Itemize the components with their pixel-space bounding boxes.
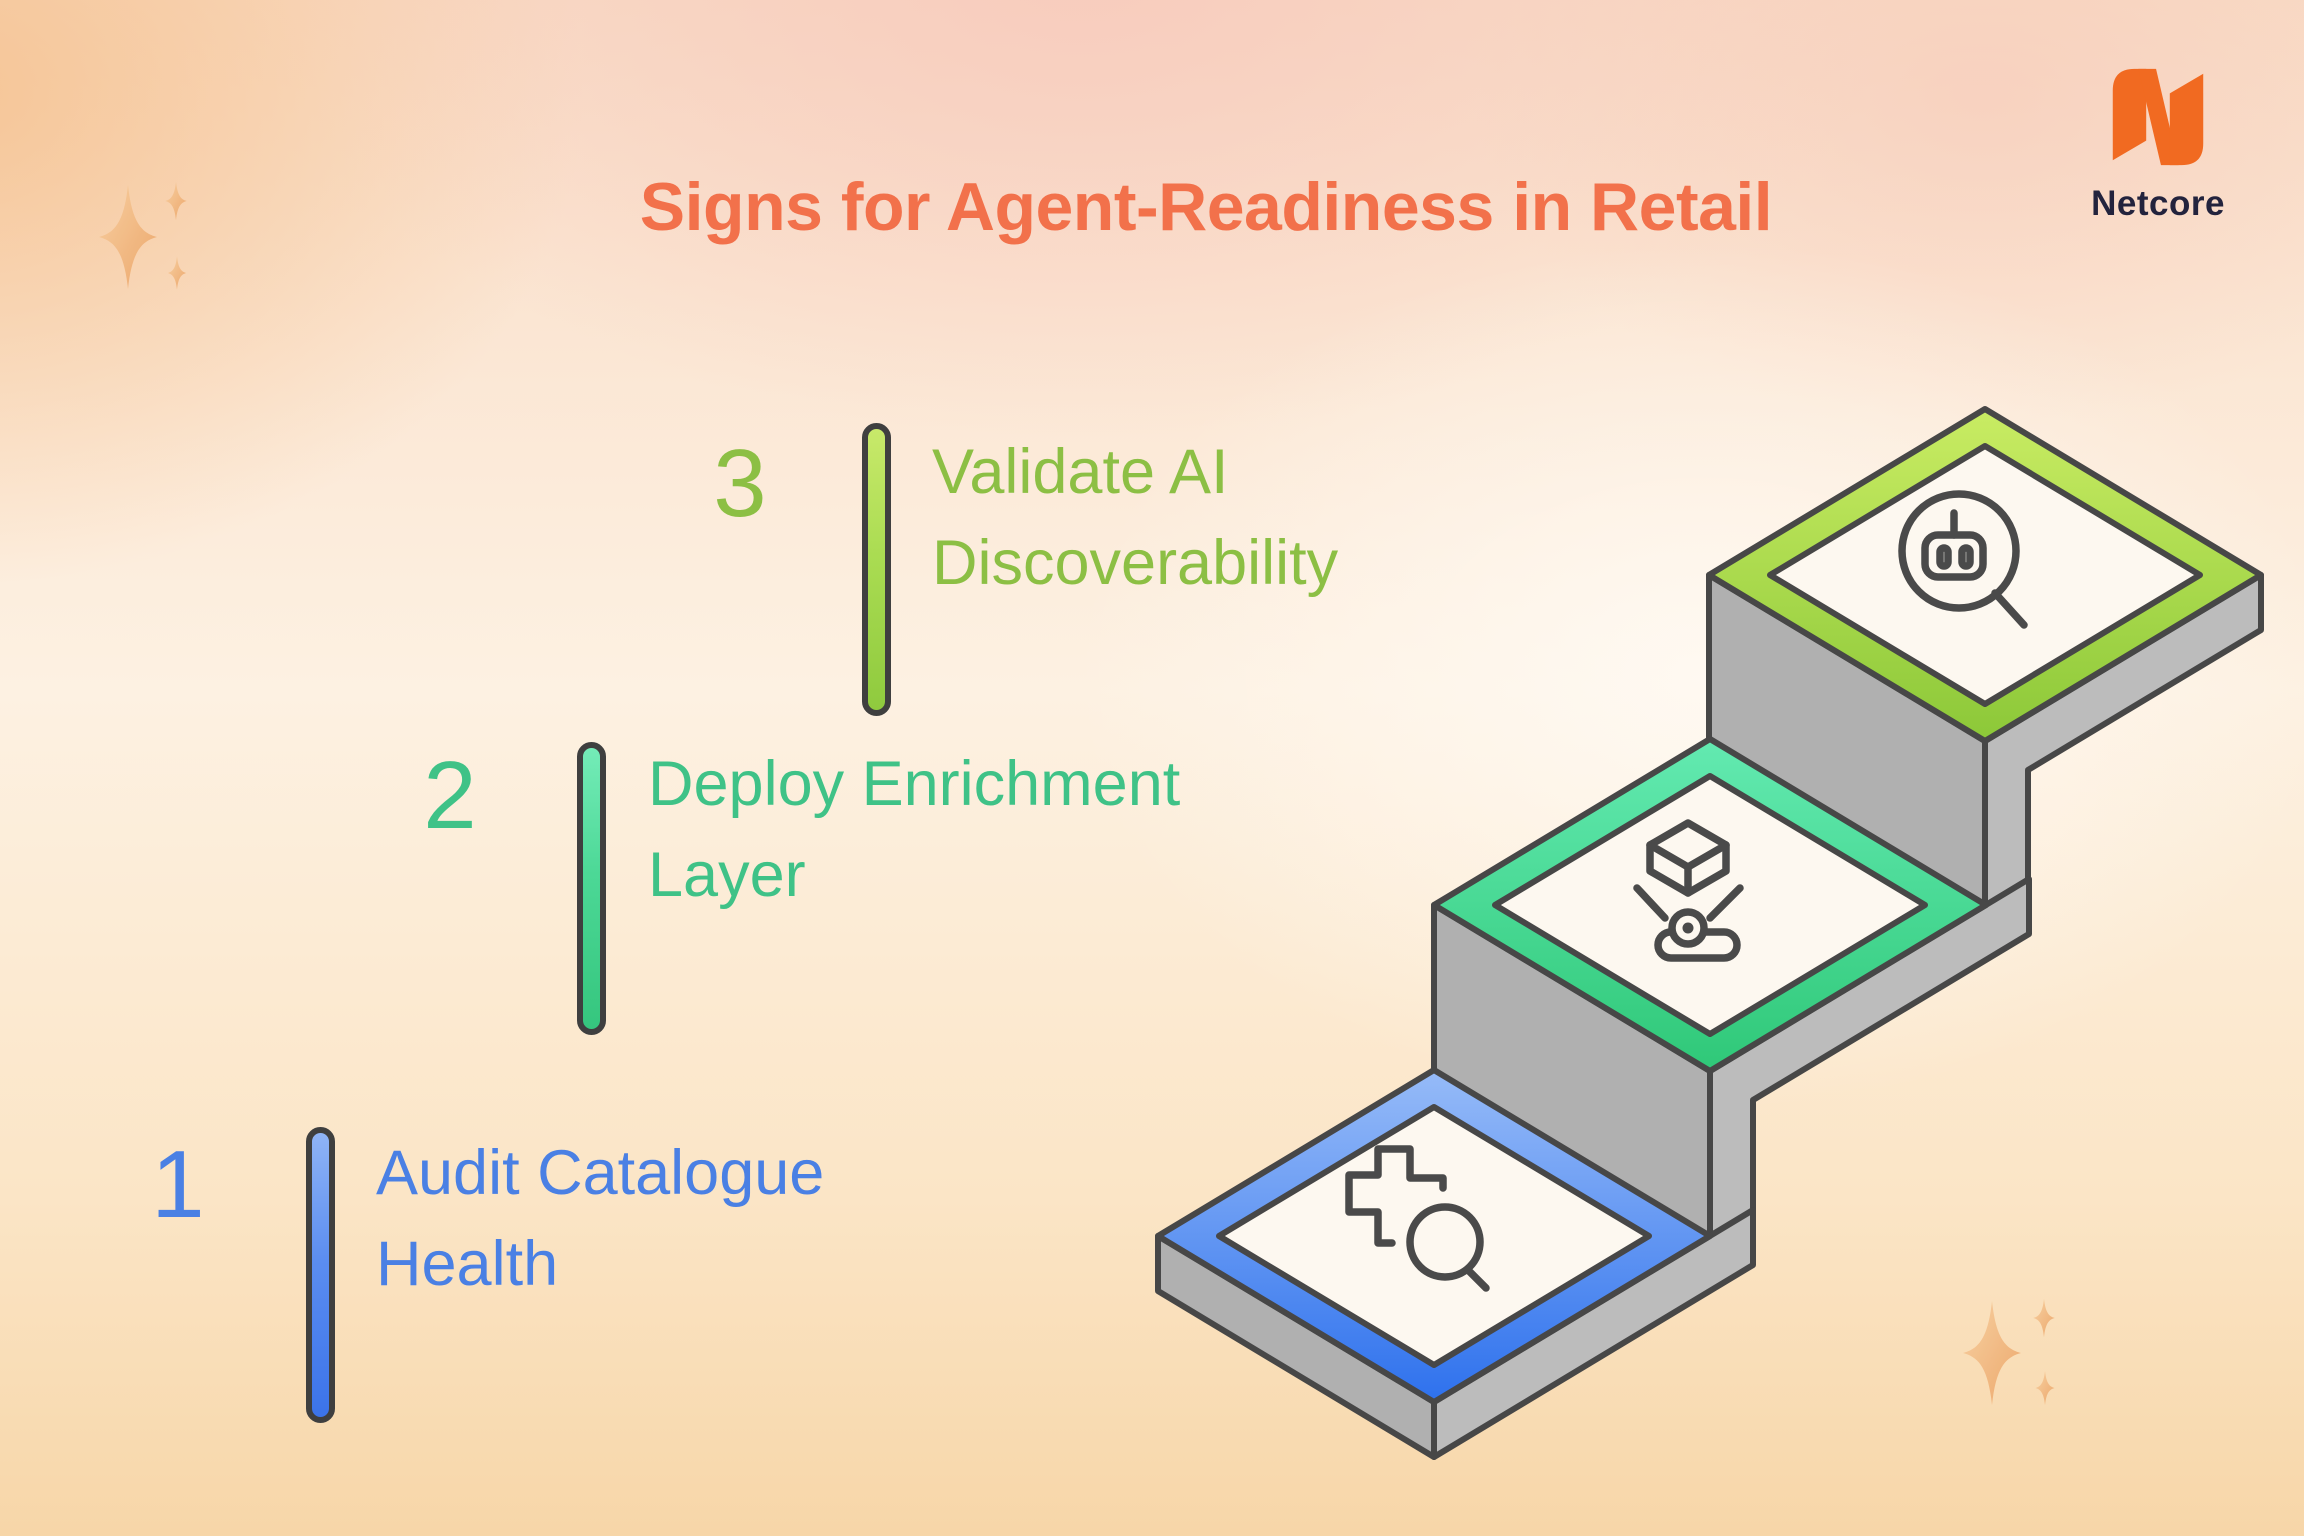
step3-label-line2: Discoverability	[932, 528, 1339, 598]
step3-number: 3	[713, 430, 767, 537]
robot-search-icon	[1898, 490, 2028, 629]
step1-accent-bar	[306, 1127, 335, 1423]
step2-label-line1: Deploy Enrichment	[648, 749, 1181, 819]
netcore-n-icon	[2112, 68, 2204, 166]
brand-name: Netcore	[2091, 184, 2225, 223]
hologram-cube-icon	[1633, 819, 1744, 962]
step3-label: Validate AI Discoverability	[932, 427, 1338, 609]
step2-label-line2: Layer	[648, 840, 806, 910]
step1-label-line2: Health	[376, 1229, 559, 1299]
step1-label-line1: Audit Catalogue	[376, 1138, 825, 1208]
step2-number: 2	[423, 742, 477, 849]
step1-tile-face	[1216, 1104, 1652, 1368]
step2-label: Deploy Enrichment Layer	[648, 739, 1180, 921]
step2-accent-bar	[577, 742, 606, 1035]
step3-accent-bar	[862, 423, 891, 716]
health-audit-magnifier-icon	[1345, 1145, 1490, 1292]
staircase-blocks	[1155, 572, 2264, 1460]
page-title: Signs for Agent-Readiness in Retail	[639, 169, 1773, 245]
step3-tile-face	[1767, 443, 2203, 707]
brand-logo: Netcore	[2078, 58, 2238, 224]
step3-label-line1: Validate AI	[932, 437, 1229, 507]
step1-number: 1	[151, 1131, 205, 1238]
sparkles-bottom-right-icon	[1963, 1298, 2055, 1406]
step1-label: Audit Catalogue Health	[376, 1128, 824, 1310]
step2-tile-face	[1492, 773, 1928, 1037]
